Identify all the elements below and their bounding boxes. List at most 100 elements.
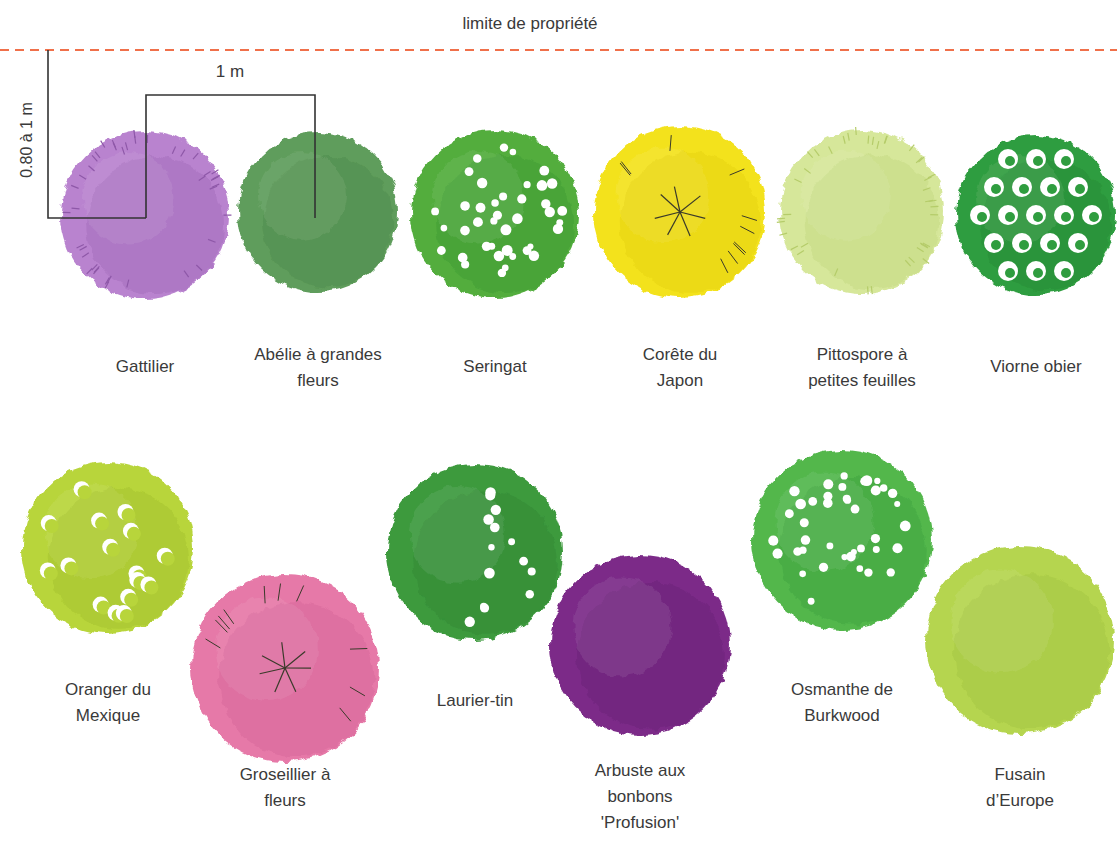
flower-crescent-cut (121, 508, 135, 522)
shrub-crown (926, 546, 1114, 734)
flower-crescent-cut (45, 519, 59, 533)
flower-dot (493, 211, 502, 220)
flower-dot (519, 557, 528, 566)
flower-ring (1040, 177, 1060, 197)
flower-dot (461, 260, 469, 268)
texture-stroke (867, 286, 869, 294)
texture-stroke (92, 155, 97, 161)
twig-stroke (224, 610, 234, 624)
branch-stroke (262, 656, 285, 668)
flower-ring-center (1005, 268, 1015, 278)
texture-stroke (134, 130, 135, 138)
crown-fill (594, 126, 766, 298)
texture-stroke (113, 143, 116, 150)
crown-fill (780, 130, 944, 294)
shrub-node: Arbuste aux bonbons 'Profusion' (538, 543, 742, 836)
texture-stroke (835, 269, 838, 276)
texture-stroke (848, 133, 849, 141)
shrub-node: Seringat (399, 118, 591, 380)
flower-crescent-cut (161, 552, 175, 566)
twig-stroke (350, 648, 367, 650)
flower-dot (892, 543, 902, 553)
flower-dot (851, 549, 857, 555)
flower-crescent-cut (144, 580, 158, 594)
flower-ring-center (1061, 156, 1071, 166)
texture-stroke (77, 245, 84, 248)
texture-stroke (905, 260, 910, 266)
flower-dot (793, 547, 802, 556)
flower-dot (857, 565, 864, 572)
texture-stroke (871, 286, 873, 294)
shrub-crown (22, 462, 194, 634)
flower-ring-center (1005, 212, 1015, 222)
flower-ring-center (1061, 268, 1071, 278)
shrub-symbol (944, 123, 1117, 307)
flower-dot (789, 486, 799, 496)
crown-light (215, 598, 318, 701)
texture-stroke (929, 200, 937, 201)
flower-dot (476, 203, 486, 213)
texture-stroke (797, 250, 804, 254)
shrub-symbol (375, 452, 575, 652)
flower-dot (473, 217, 483, 227)
shrub-name-box: Arbuste aux bonbons 'Profusion' (538, 758, 742, 836)
crown-light (82, 152, 174, 244)
texture-stroke (801, 243, 808, 247)
flower-dot (857, 545, 865, 553)
flower-ring-center (991, 240, 1001, 250)
flower-ring-center (1033, 156, 1043, 166)
flower-dot (460, 201, 470, 211)
dimension-label: 1 m (216, 62, 244, 82)
shrub-symbol (582, 114, 778, 310)
shrub-name-box: Abélie à grandes fleurs (226, 342, 410, 394)
flower-ring-center (991, 184, 1001, 194)
shrub-name-box: Viorne obier (944, 354, 1117, 380)
flower-dot (490, 523, 500, 533)
flower-dot (894, 501, 900, 507)
branch-stroke (680, 196, 700, 212)
twig-stroke (721, 259, 728, 273)
flower-dot (498, 269, 506, 277)
flower-dot (900, 521, 911, 532)
shrub-crown (387, 464, 563, 640)
flower-dot (773, 549, 783, 559)
flower-dot (801, 535, 811, 545)
flower-dot (795, 499, 806, 510)
texture-stroke (199, 176, 206, 180)
texture-stroke (877, 141, 879, 149)
shrub-symbol (226, 120, 410, 304)
branch-stroke (680, 212, 705, 218)
flower-crescent-cut (95, 517, 109, 531)
texture-stroke (196, 265, 202, 271)
flower-ring (984, 233, 1004, 253)
branch-stroke (668, 212, 680, 235)
texture-stroke (71, 185, 78, 188)
flower-dot (819, 563, 828, 572)
boundary-label: limite de propriété (462, 14, 597, 34)
flower-ring-center (1005, 156, 1015, 166)
shrub-node: Abélie à grandes fleurs (226, 120, 410, 394)
shrub-name-box: Fusain d’Europe (914, 762, 1117, 814)
flower-dot (553, 224, 563, 234)
flower-dot (465, 167, 474, 176)
shrub-symbol (399, 118, 591, 310)
shrub-crown (550, 555, 730, 735)
flower-dot (500, 143, 508, 151)
flower-dot (888, 489, 897, 498)
crown-fill (191, 574, 379, 762)
twig-stroke (620, 163, 630, 175)
flower-ring (970, 205, 990, 225)
shrub-node: Osmanthe de Burkwood (740, 438, 944, 729)
texture-stroke (923, 259, 929, 264)
texture-stroke (223, 214, 231, 215)
spacing-bracket (146, 95, 315, 218)
flower-crescent-cut (78, 485, 92, 499)
texture-stroke (916, 157, 922, 162)
crown-light (573, 578, 672, 677)
crown-fill (550, 555, 730, 735)
flower-dot (557, 206, 567, 216)
branch-stroke (680, 212, 690, 236)
flower-dot (844, 496, 851, 503)
flower-dot (477, 178, 487, 188)
shrub-node: Corête du Japon (582, 114, 778, 394)
